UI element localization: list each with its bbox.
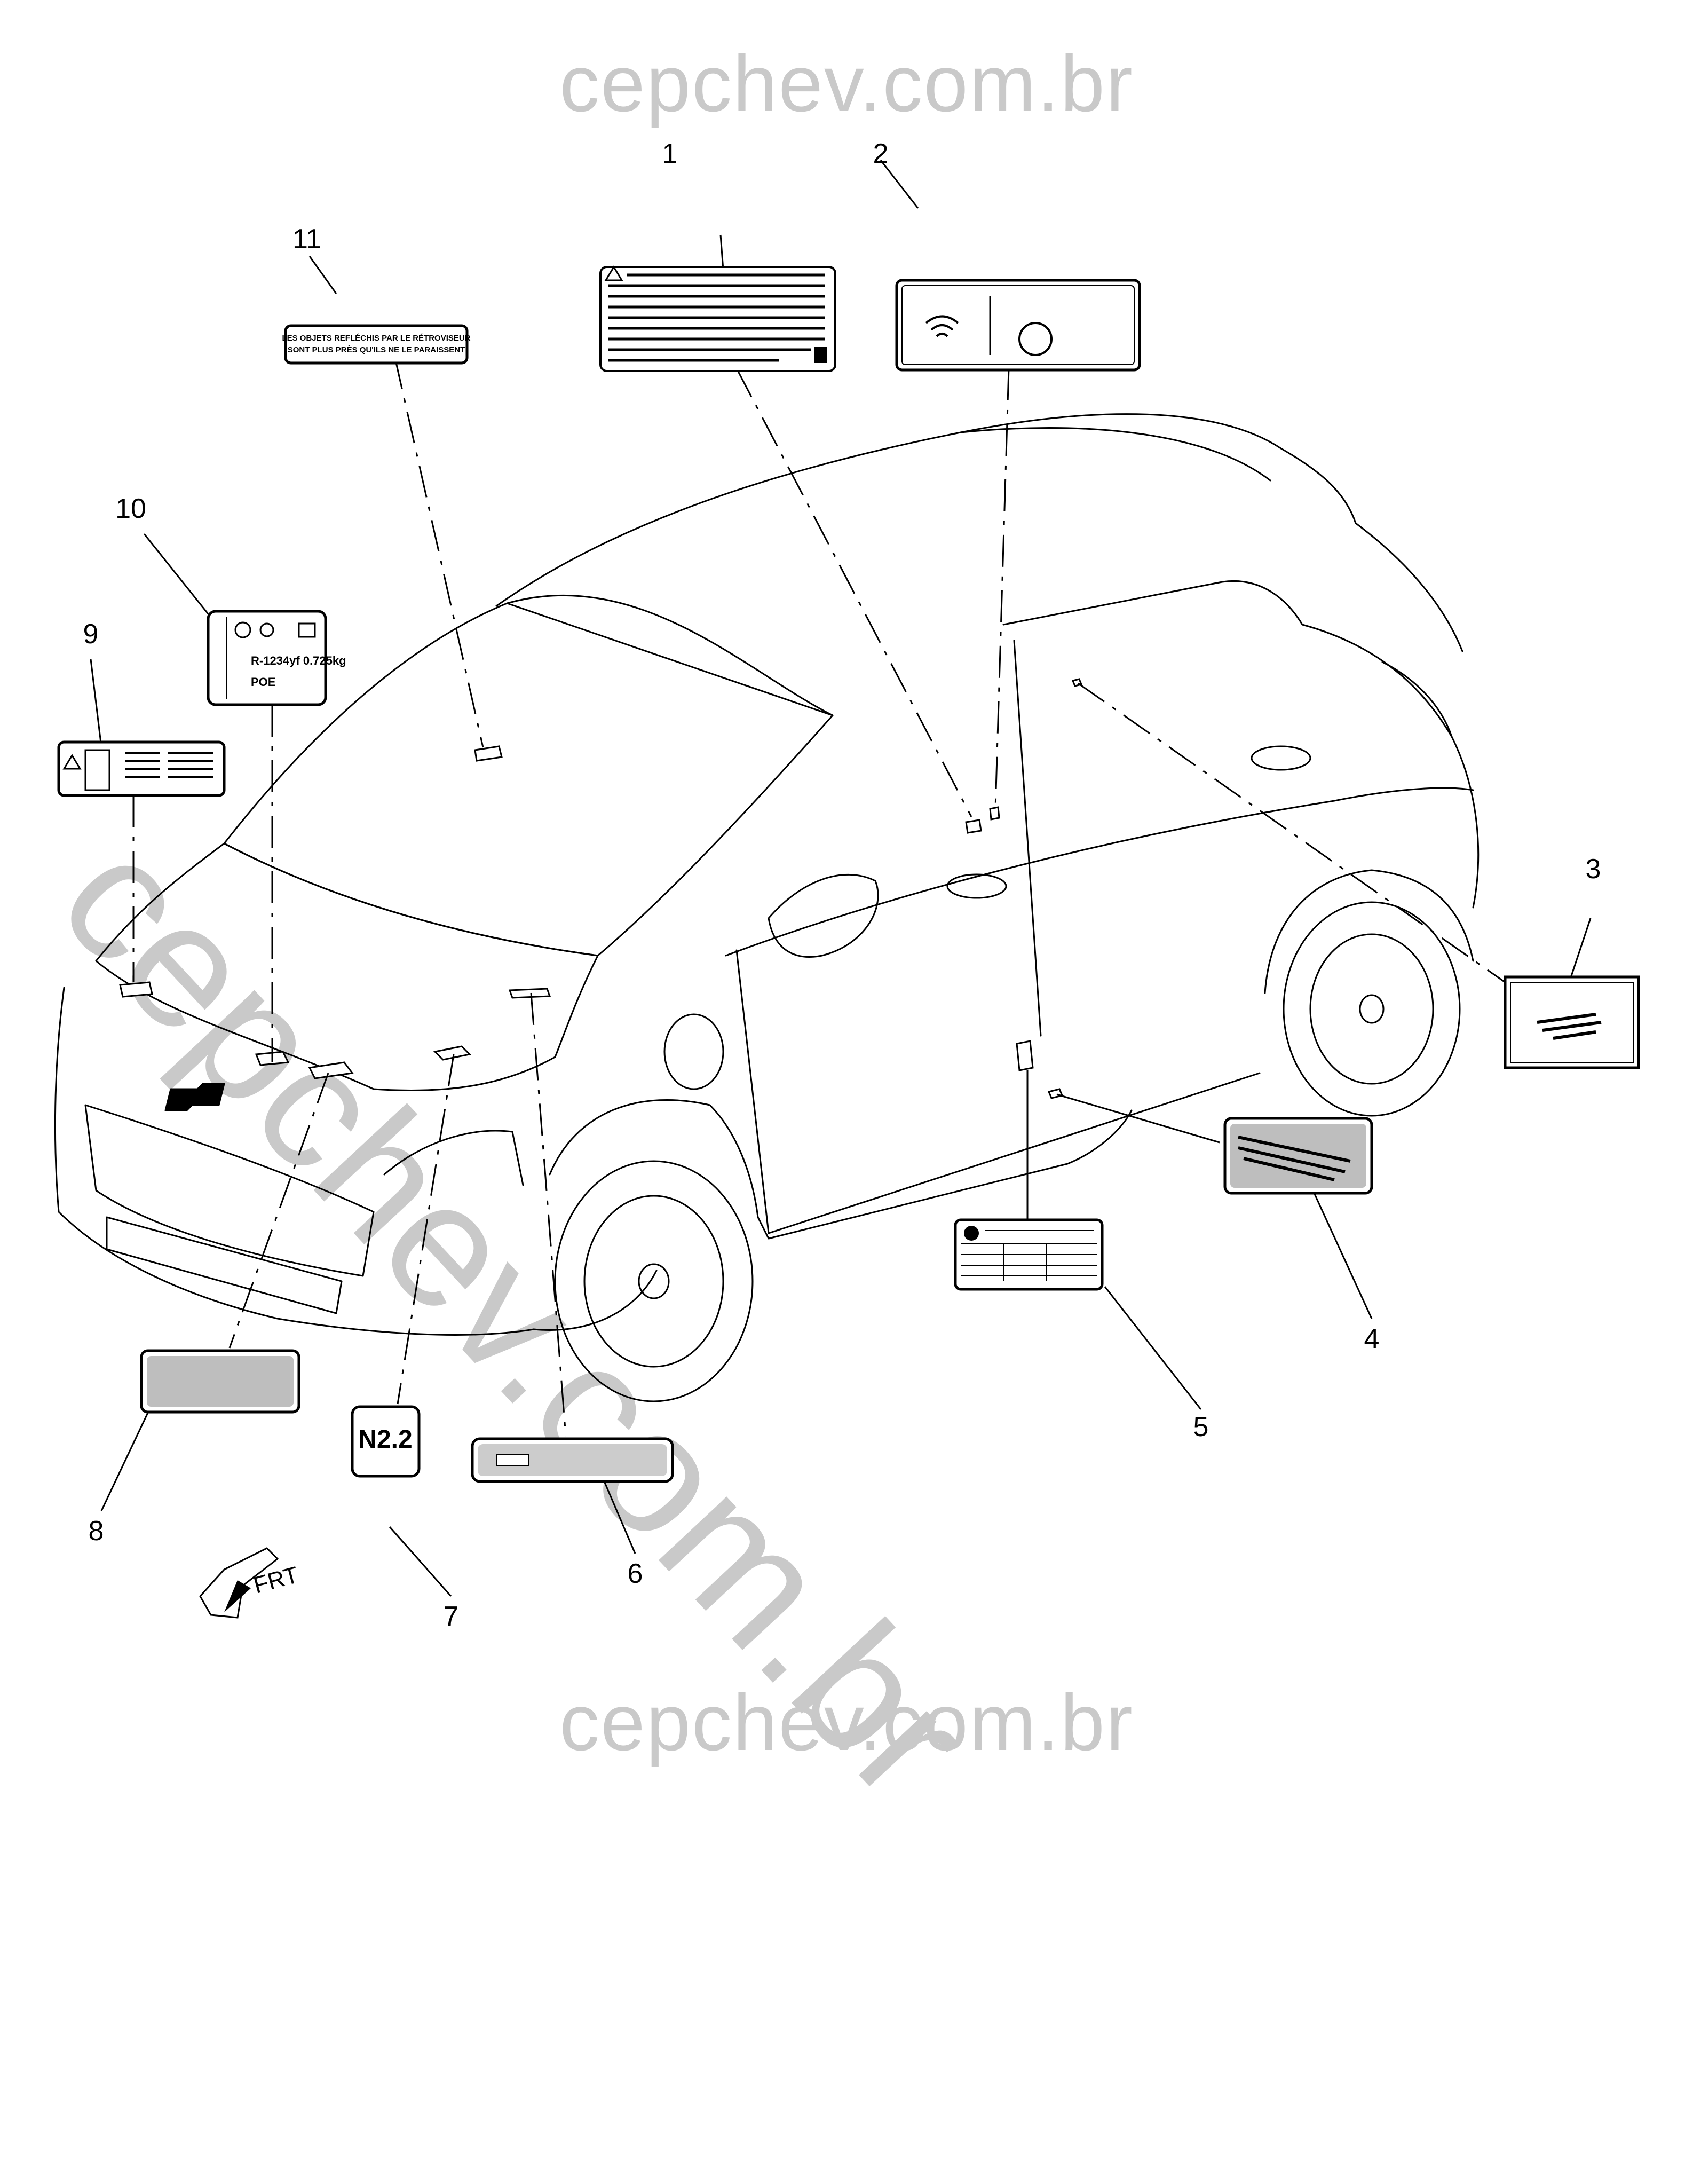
label-11-line1: LES OBJETS REFLÉCHIS PAR LE RÉTROVISEUR <box>282 334 470 343</box>
callout-6: 6 <box>628 1558 643 1589</box>
label-7: N2.2 <box>351 1405 421 1478</box>
callout-1: 1 <box>662 138 678 169</box>
callout-8: 8 <box>89 1516 104 1547</box>
diagram-stage: cepchev.com.br cepchev.com.br cepchev.co… <box>24 38 1640 1834</box>
label-4 <box>1223 1117 1373 1195</box>
frt-text: FRT <box>251 1562 302 1598</box>
callout-5: 5 <box>1193 1412 1209 1442</box>
onstar-icon <box>1018 322 1053 356</box>
callout-2: 2 <box>873 138 889 169</box>
label-2-wifi-onstar <box>895 279 1141 372</box>
label-5 <box>954 1218 1104 1291</box>
callout-11: 11 <box>292 224 321 255</box>
vehicle-label-diagram: N2.2 <box>54 138 1640 1632</box>
label-11-line2: SONT PLUS PRÈS QU'ILS NE LE PARAISSENT <box>288 345 465 354</box>
label-locations <box>119 678 1083 1099</box>
callout-numbers: 1 2 3 4 5 6 7 8 9 10 11 <box>83 138 1601 1632</box>
label-7-text: N2.2 <box>358 1425 412 1454</box>
callout-9: 9 <box>83 619 99 650</box>
label-3 <box>1504 975 1640 1069</box>
label-10-oil: POE <box>251 675 275 689</box>
watermark-top: cepchev.com.br <box>559 38 1134 128</box>
label-10-weight: R-1234yf 0.725kg <box>251 654 346 667</box>
vehicle-outline <box>54 413 1480 1402</box>
callout-7: 7 <box>444 1601 459 1632</box>
front-direction-indicator: FRT <box>199 1547 302 1619</box>
label-11: LES OBJETS REFLÉCHIS PAR LE RÉTROVISEUR … <box>282 324 471 365</box>
label-10: R-1234yf 0.725kg POE <box>207 610 346 706</box>
label-6 <box>471 1437 674 1483</box>
label-9 <box>57 740 226 797</box>
watermark-bottom: cepchev.com.br <box>559 1677 1134 1767</box>
callout-4: 4 <box>1364 1323 1380 1354</box>
arrow-icon <box>224 1580 251 1612</box>
leader-lines <box>90 160 1592 1597</box>
callout-10: 10 <box>115 493 146 524</box>
callout-3: 3 <box>1586 854 1601 885</box>
wifi-icon <box>925 315 959 337</box>
label-8 <box>140 1349 300 1414</box>
label-1-warning <box>599 265 836 372</box>
